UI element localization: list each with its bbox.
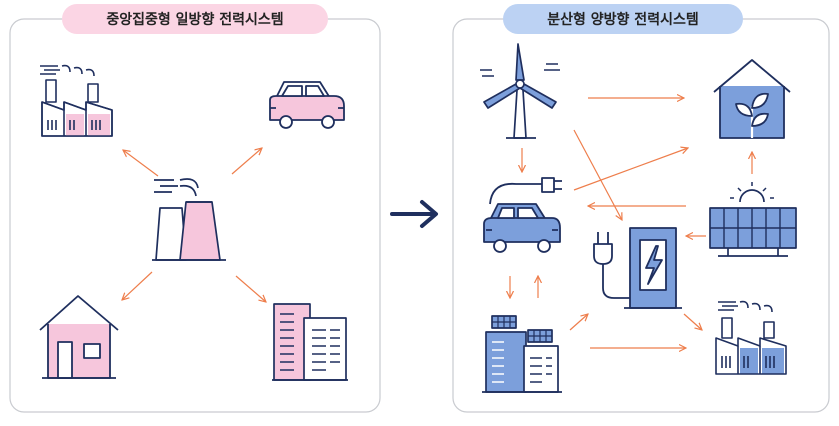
car-icon — [269, 81, 345, 129]
charging-station-icon — [593, 227, 682, 309]
left-outward-arrows — [122, 148, 266, 302]
arrow-to-car — [231, 148, 262, 175]
factory-icon — [40, 64, 113, 137]
arrow-to-factory — [123, 150, 159, 177]
left-panel-title: 중앙집중형 일방향 전력시스템 — [106, 11, 283, 28]
wind-turbine-icon — [480, 43, 560, 139]
left-panel-title-pill — [62, 4, 328, 34]
arrow-car-to-house — [573, 148, 688, 191]
right-flow-arrows — [510, 98, 752, 348]
house-icon — [39, 295, 119, 379]
left-panel: 중앙집중형 일방향 전력시스템 — [9, 4, 381, 413]
arrow-to-buildings — [235, 275, 266, 302]
power-plant-icon — [152, 178, 226, 261]
factory-icon-right — [715, 300, 787, 375]
arrow-buildings-to-charger — [569, 314, 588, 331]
solar-buildings-icon — [482, 315, 562, 393]
right-panel-title: 분산형 양방향 전력시스템 — [547, 11, 698, 28]
right-panel-title-pill — [503, 4, 743, 34]
arrow-charger-to-factory — [683, 313, 702, 330]
arrow-turbine-to-charger — [573, 129, 622, 220]
right-panel: 분산형 양방향 전력시스템 — [452, 4, 830, 413]
eco-house-icon — [713, 59, 791, 139]
electric-car-icon — [483, 177, 562, 253]
city-buildings-icon — [272, 303, 348, 381]
solar-panel-icon — [709, 182, 797, 257]
arrow-to-house — [122, 271, 153, 300]
transition-arrow — [390, 200, 438, 228]
